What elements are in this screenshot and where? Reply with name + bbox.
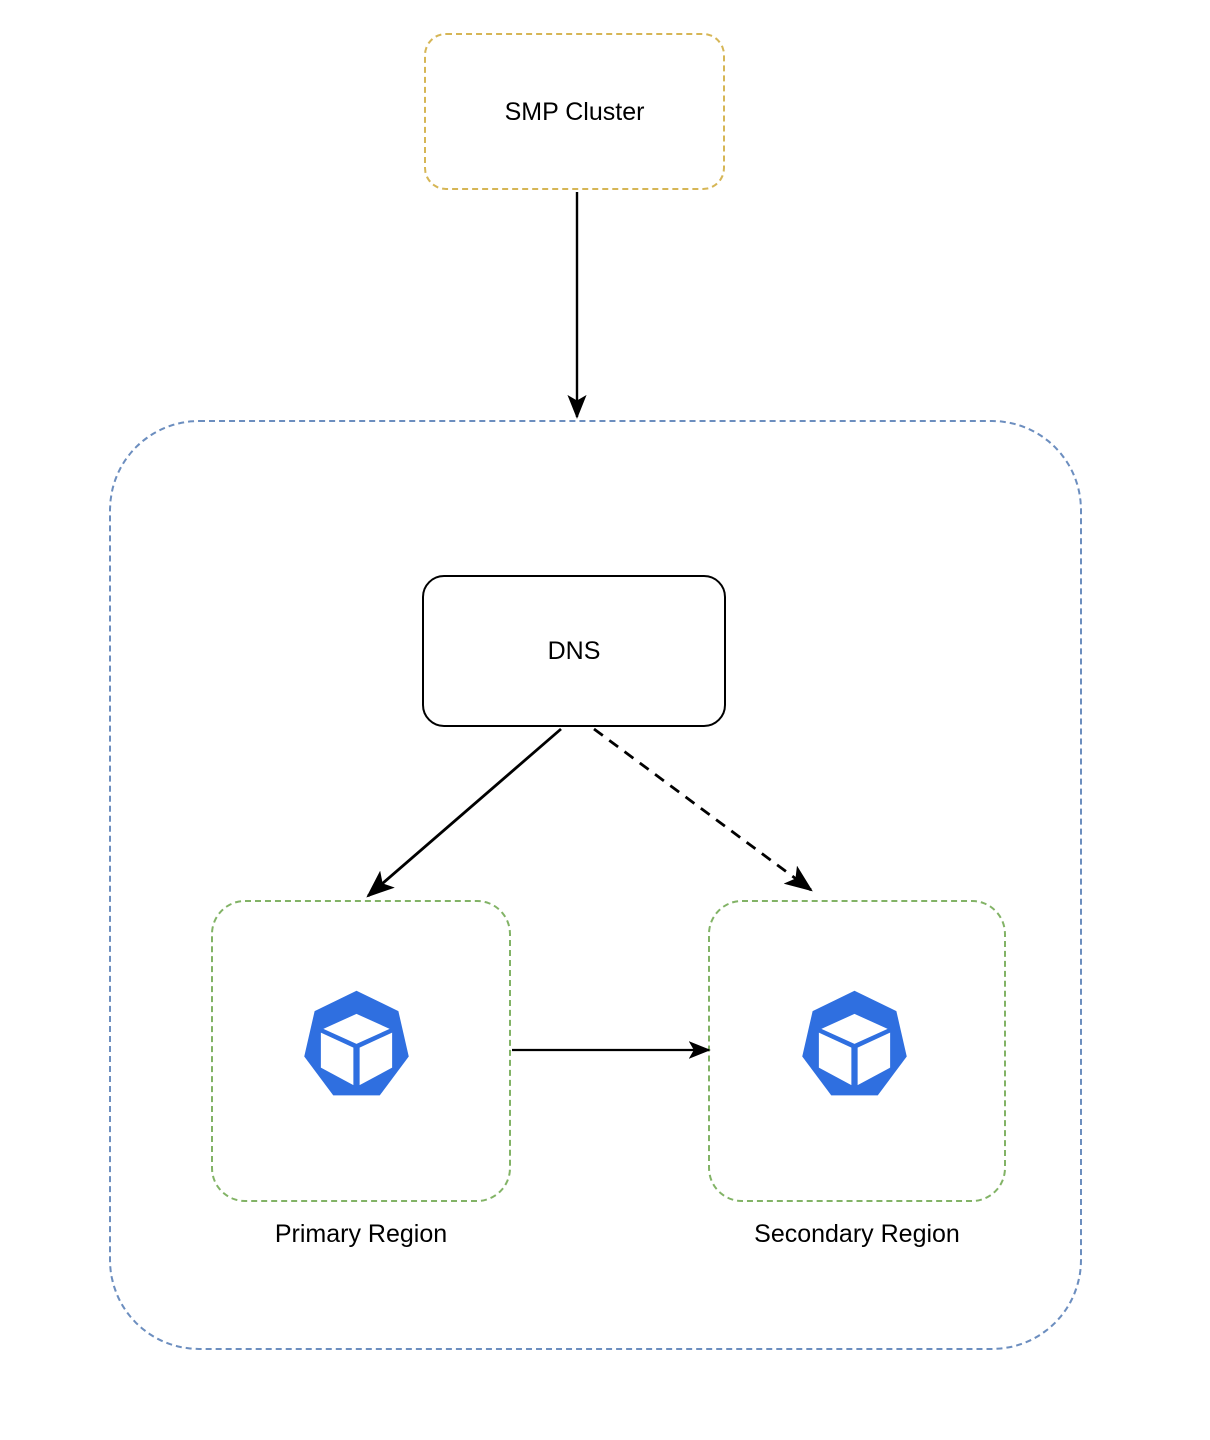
node-cloud-container[interactable] bbox=[109, 420, 1082, 1350]
kubernetes-icon bbox=[294, 987, 419, 1112]
kubernetes-icon bbox=[792, 987, 917, 1112]
smp-cluster-label: SMP Cluster bbox=[504, 97, 645, 126]
node-primary-region[interactable] bbox=[211, 900, 511, 1202]
secondary-region-label: Secondary Region bbox=[754, 1220, 960, 1248]
node-dns[interactable]: DNS bbox=[422, 575, 726, 727]
primary-region-label: Primary Region bbox=[274, 1220, 448, 1248]
dns-label: DNS bbox=[547, 637, 601, 665]
node-smp-cluster[interactable]: SMP Cluster bbox=[424, 33, 725, 190]
